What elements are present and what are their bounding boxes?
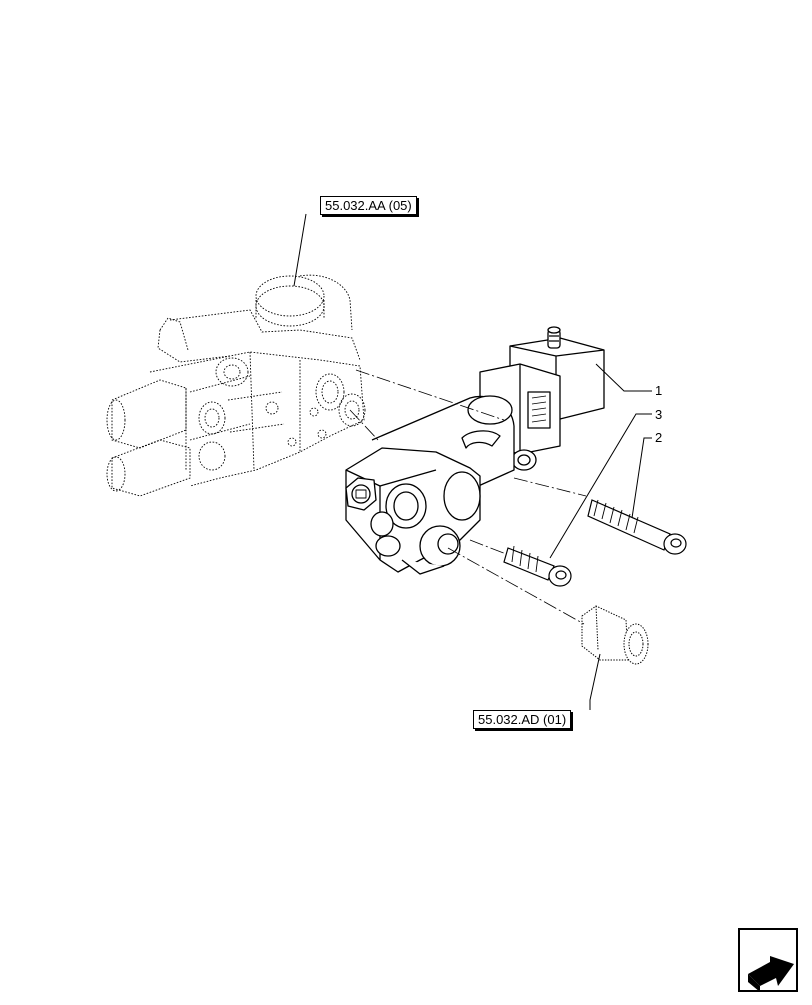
reference-label-top[interactable]: 55.032.AA (05) (320, 196, 417, 215)
callout-item-1: 1 (655, 383, 663, 398)
alignment-lines (349, 369, 587, 625)
reference-label-bottom[interactable]: 55.032.AD (01) (473, 710, 572, 729)
solenoid-valve-assembly (345, 326, 605, 575)
valve-block-reference (106, 274, 366, 497)
next-page-button[interactable] (738, 928, 798, 992)
bolt-short (503, 545, 572, 587)
arrow-next-page-icon[interactable] (738, 928, 798, 992)
plug-reference (581, 605, 649, 665)
bolt-long (587, 499, 687, 555)
callout-item-2: 2 (655, 430, 663, 445)
callout-item-3: 3 (655, 407, 663, 422)
leader-lines (293, 213, 652, 710)
